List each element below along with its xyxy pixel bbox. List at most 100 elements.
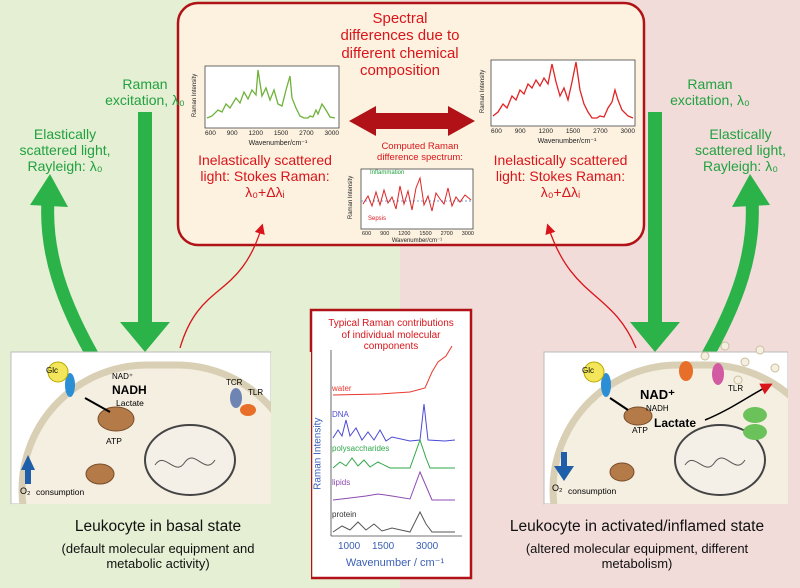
top-title-line: composition: [359, 61, 441, 79]
right-glc-label: Glc: [582, 366, 594, 375]
component-spectra-box: [309, 308, 473, 580]
left-spectrum-ticks: 600 900 1200 1500 2700 3000: [205, 130, 339, 137]
right-nadh-label: NADH: [646, 404, 669, 413]
elastic-line: Elastically: [709, 126, 772, 142]
left-nadh-label: NADH: [112, 383, 147, 397]
left-spectrum-frame: [204, 65, 340, 129]
component-title-line: Typical Raman contributions: [328, 318, 454, 329]
right-inelastic-label: Inelastically scattered light: Stokes Ra…: [478, 152, 643, 200]
right-consumption-label: consumption: [568, 486, 617, 496]
left-atp-label: ATP: [106, 436, 122, 446]
difference-spectrum-frame: [360, 168, 474, 230]
right-cell-description: (altered molecular equipment, different …: [476, 541, 798, 572]
tick-label: 2700: [593, 128, 608, 135]
left-mitochondrion: [97, 406, 135, 432]
component-label-water: water: [332, 384, 352, 393]
excitation-line: excitation, λ₀: [105, 92, 185, 109]
inelastic-line: Inelastically scattered: [493, 152, 628, 168]
right-spectrum-ylabel: Raman Intensity: [480, 69, 487, 114]
tick-label: 2700: [440, 231, 453, 237]
left-excitation-arrow: [120, 112, 170, 352]
left-cell-description: (default molecular equipment and metabol…: [8, 541, 308, 572]
inelastic-line: λ₀+Δλᵢ: [245, 184, 285, 201]
right-excitation-arrow: [630, 112, 680, 352]
right-receptor-green: [743, 407, 767, 423]
component-label-protein: protein: [332, 510, 357, 519]
desc-line: (default molecular equipment and: [61, 541, 255, 556]
left-cell-title: Leukocyte in basal state: [74, 518, 242, 535]
desc-line: (altered molecular equipment, different: [525, 541, 749, 556]
left-spectrum-xlabel: Wavenumber/cm⁻¹: [248, 140, 308, 147]
tick-label: 900: [380, 231, 390, 237]
double-arrow: [349, 106, 475, 136]
right-stokes-curve: [545, 223, 637, 349]
inelastic-line: Inelastically scattered: [198, 152, 332, 168]
excitation-line: Raman: [687, 76, 733, 92]
component-label-polysaccharides: polysaccharides: [332, 444, 390, 453]
excitation-line: Raman: [122, 76, 168, 92]
elastic-line: scattered light,: [19, 142, 111, 159]
component-label-lipids: lipids: [332, 478, 351, 487]
component-title-line: components: [363, 341, 419, 352]
right-excitation-label: Raman excitation, λ₀: [660, 76, 760, 108]
diff-legend-inflammation: Inflammation: [370, 170, 405, 176]
elastic-line: Rayleigh: λ₀: [702, 158, 779, 175]
protein-spectrum: [332, 510, 455, 533]
left-elastic-label: Elastically scattered light, Rayleigh: λ…: [5, 126, 125, 174]
inelastic-line: λ₀+Δλᵢ: [540, 184, 581, 201]
left-lactate-label: Lactate: [116, 398, 144, 408]
component-box-title: Typical Raman contributions of individua…: [313, 318, 469, 353]
excitation-line: excitation, λ₀: [670, 92, 750, 109]
inelastic-line: light: Stokes Raman:: [495, 168, 626, 185]
right-spectrum-ticks: 600 900 1200 1500 2700 3000: [491, 128, 635, 135]
right-o2-label: O₂: [552, 483, 563, 493]
polysaccharides-spectrum: [332, 438, 455, 469]
component-tick-3000: 3000: [416, 541, 439, 552]
tick-label: 3000: [461, 231, 474, 237]
right-o2-arrow: [554, 452, 574, 481]
tick-label: 1200: [538, 128, 553, 135]
top-box-title: Spectral differences due to different ch…: [295, 10, 505, 79]
top-title-line: different chemical: [341, 44, 459, 62]
left-nad-label: NAD⁺: [112, 372, 134, 381]
diff-ticks: 600 900 1200 1500 2700 3000: [362, 231, 474, 237]
tick-label: 600: [205, 130, 216, 137]
difference-spectrum-line: [362, 176, 472, 212]
right-spectrum-frame: [490, 59, 636, 127]
left-tlr: [240, 404, 256, 416]
right-elastic-label: Elastically scattered light, Rayleigh: λ…: [683, 126, 798, 174]
lipids-spectrum: [332, 470, 455, 501]
right-tlr-label: TLR: [728, 384, 744, 393]
elastic-line: scattered light,: [694, 142, 787, 159]
left-tcr-label: TCR: [226, 378, 243, 387]
diff-title-line: difference spectrum:: [377, 151, 463, 163]
right-mitochondrion: [623, 406, 653, 426]
dna-spectrum: [332, 403, 456, 442]
right-atp-label: ATP: [632, 425, 648, 435]
inelastic-line: light: Stokes Raman:: [200, 168, 330, 185]
component-xlabel: Wavenumber / cm⁻¹: [345, 557, 445, 569]
diff-ylabel: Raman Intensity: [348, 175, 355, 220]
tick-label: 1500: [419, 231, 432, 237]
water-spectrum: [332, 345, 453, 396]
tick-label: 1200: [248, 130, 263, 137]
left-consumption-label: consumption: [36, 487, 85, 497]
right-rayleigh-arrow: [696, 199, 759, 369]
left-glc-transporter: [65, 373, 75, 397]
left-o2-label: O₂: [20, 486, 31, 496]
right-glc-transporter: [601, 373, 611, 397]
diff-xlabel: Wavenumber/cm⁻¹: [391, 238, 443, 244]
left-rayleigh-arrow: [41, 199, 104, 369]
elastic-line: Elastically: [33, 126, 97, 142]
tick-label: 900: [514, 128, 526, 135]
tick-label: 1200: [398, 231, 411, 237]
right-spectrum-line: [492, 61, 634, 119]
top-title-line: Spectral: [372, 10, 428, 27]
left-spectrum-line: [206, 69, 336, 119]
component-tick-1500: 1500: [372, 541, 395, 552]
left-o2-arrow: [21, 455, 35, 484]
left-inelastic-label: Inelastically scattered light: Stokes Ra…: [185, 152, 345, 200]
right-nad-label: NAD⁺: [640, 387, 676, 402]
tick-label: 1500: [565, 128, 581, 135]
